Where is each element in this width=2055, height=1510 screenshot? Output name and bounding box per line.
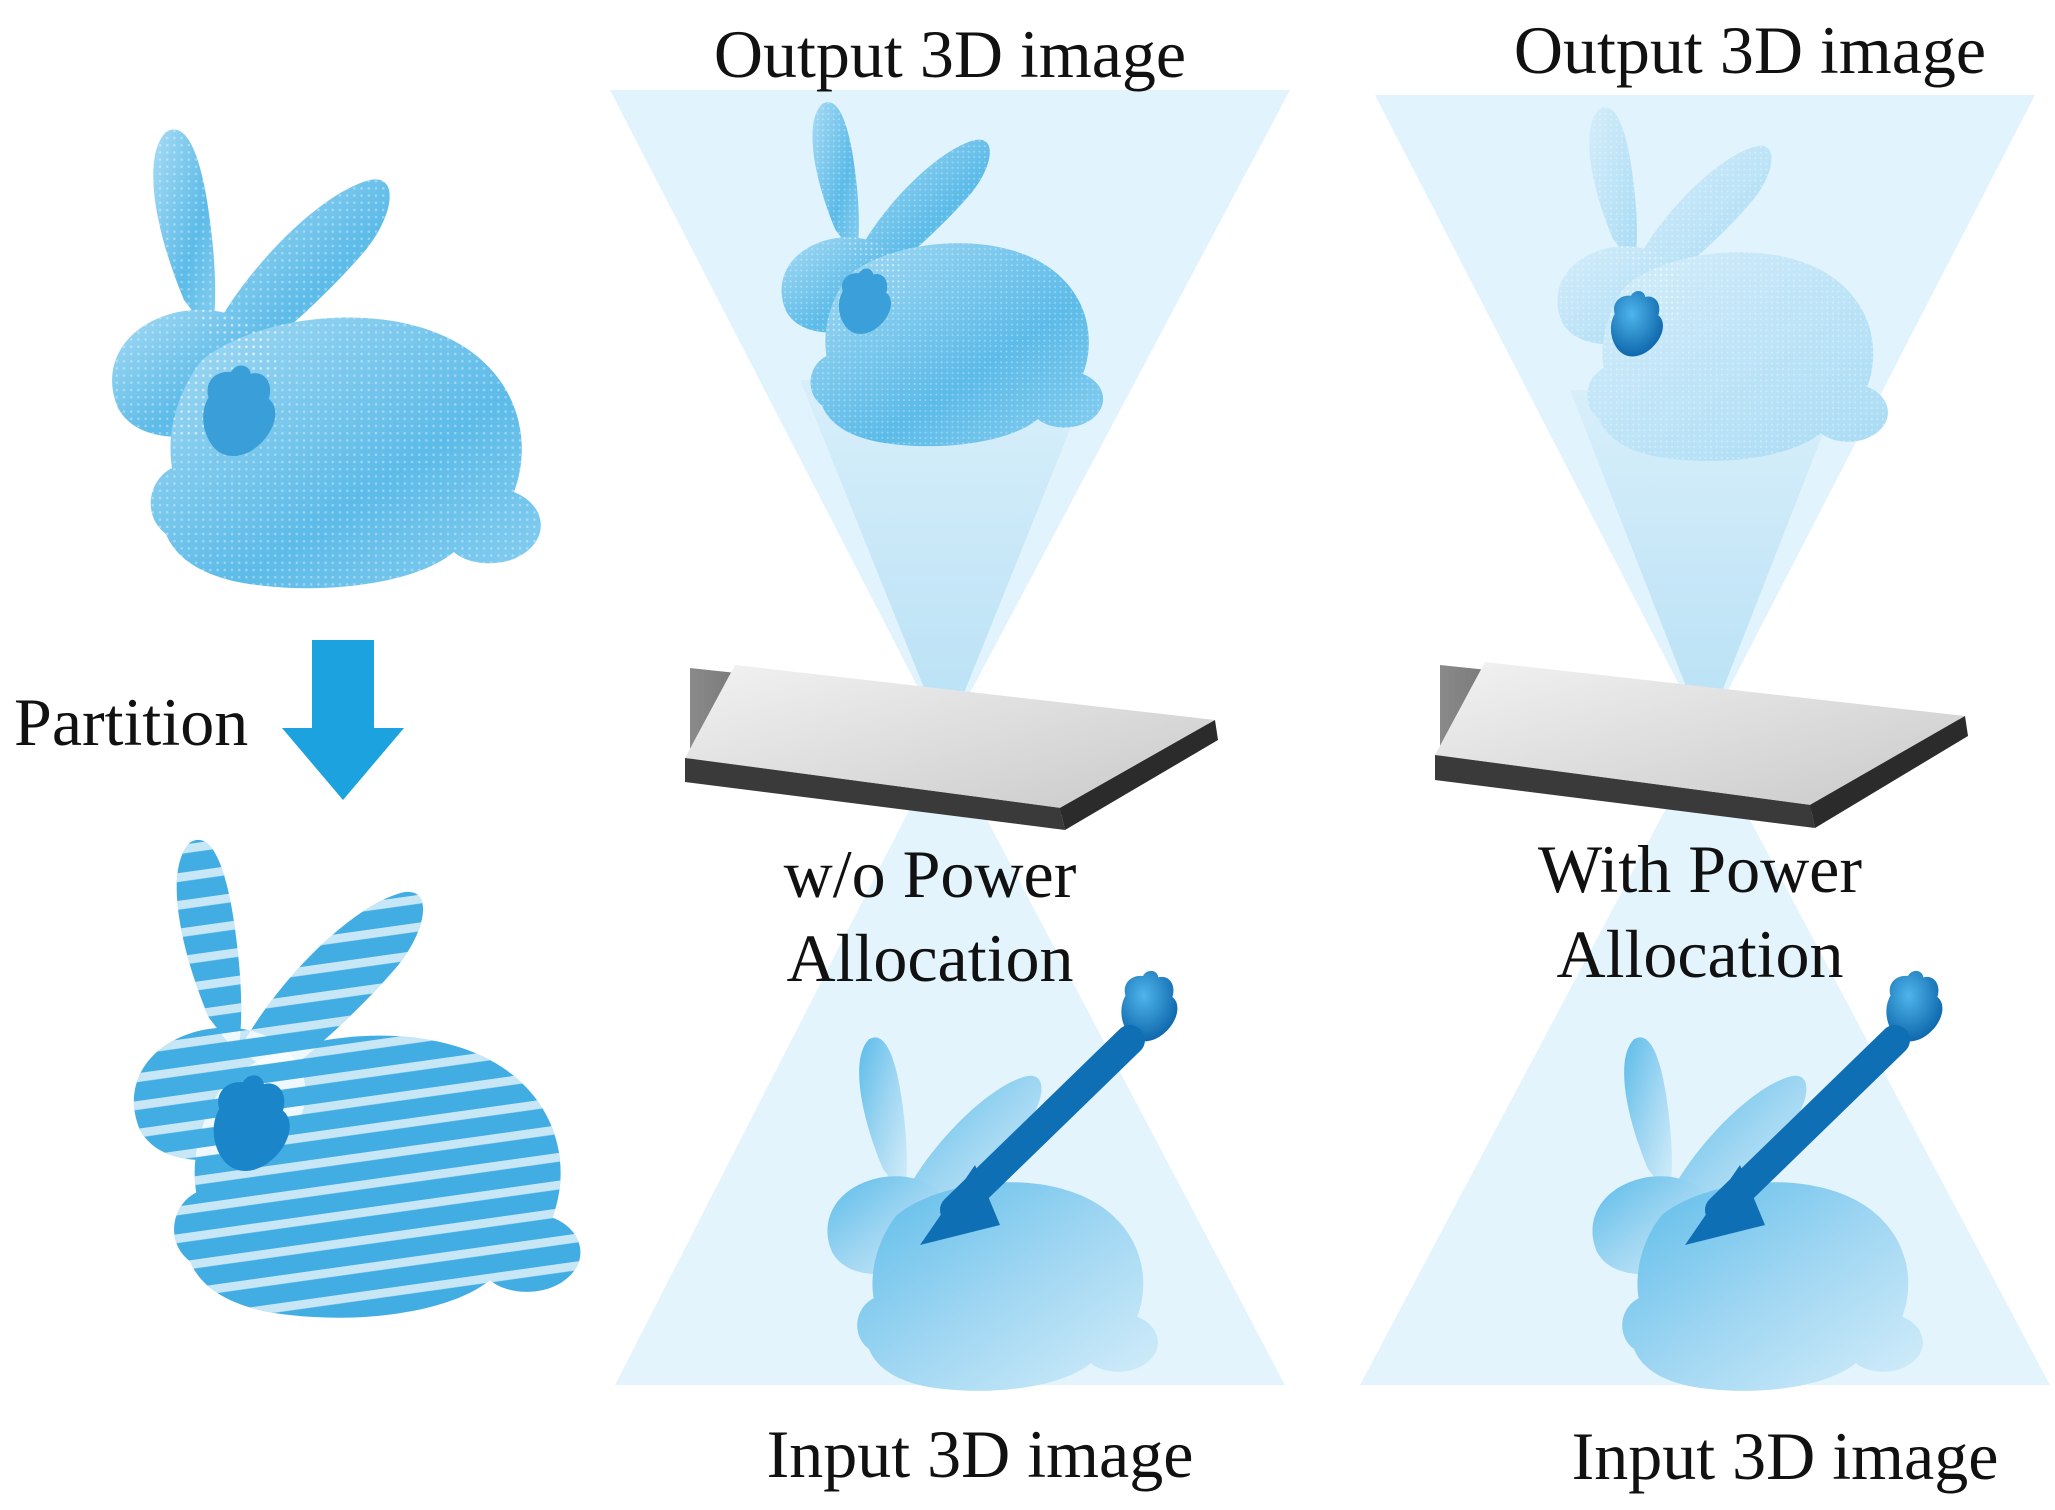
heart-placement-arrow bbox=[920, 1025, 1145, 1245]
output-beam-narrow bbox=[1570, 390, 1840, 735]
heart-placement-arrow bbox=[1685, 1025, 1910, 1245]
condition-label-without-line2: Allocation bbox=[786, 920, 1074, 996]
arrow-down-icon bbox=[282, 640, 404, 800]
plate-icon bbox=[685, 665, 1218, 830]
panel-without-power-allocation bbox=[610, 90, 1290, 1391]
partitioned-bunny-layers bbox=[133, 839, 581, 1318]
partition-label: Partition bbox=[14, 684, 249, 760]
plate-icon bbox=[1435, 662, 1968, 828]
condition-label-without-line1: w/o Power bbox=[783, 836, 1077, 912]
panel-with-power-allocation bbox=[1360, 95, 2050, 1391]
condition-label-with-line1: With Power bbox=[1538, 831, 1862, 907]
condition-label-with-line2: Allocation bbox=[1556, 916, 1844, 992]
output-label-with: Output 3D image bbox=[1513, 12, 1987, 88]
original-bunny-mesh bbox=[112, 129, 541, 589]
output-beam-narrow bbox=[800, 380, 1090, 740]
input-label-without: Input 3D image bbox=[766, 1416, 1194, 1492]
input-label-with: Input 3D image bbox=[1571, 1418, 1999, 1494]
output-label-without: Output 3D image bbox=[713, 16, 1187, 92]
